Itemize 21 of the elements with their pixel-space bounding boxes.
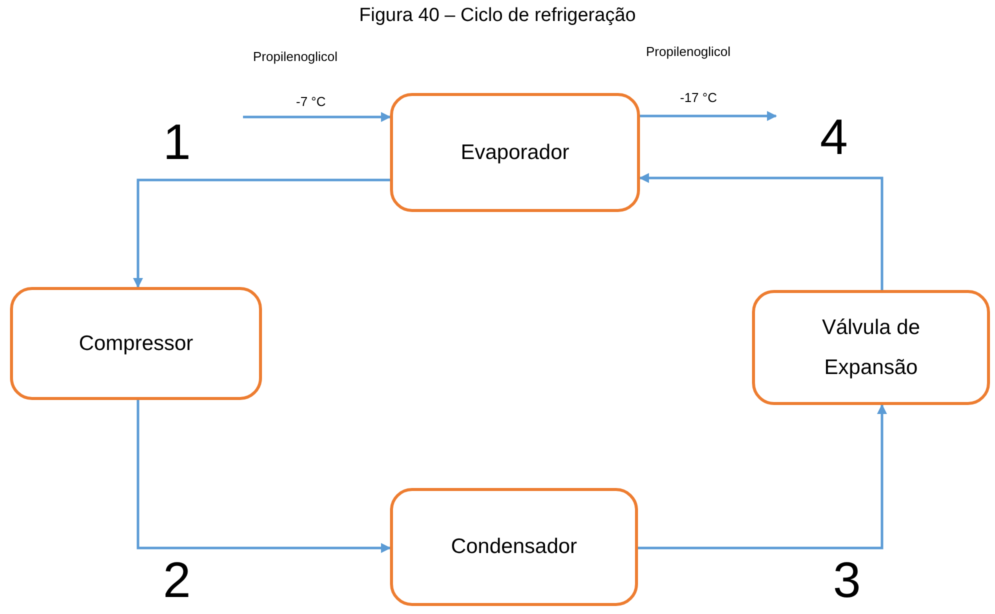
figure-title: Figura 40 – Ciclo de refrigeração bbox=[358, 4, 637, 28]
point-number: 1 bbox=[163, 114, 191, 170]
process-box bbox=[390, 488, 638, 606]
point-number: 2 bbox=[163, 552, 191, 608]
flow-arrow bbox=[136, 400, 391, 553]
box-label: Compressor bbox=[78, 330, 194, 356]
flow-arrow bbox=[133, 178, 390, 288]
fluid-label: Propilenoglicol bbox=[646, 44, 731, 60]
point-number: 3 bbox=[833, 552, 861, 608]
flow-arrow bbox=[639, 173, 884, 290]
box-label: Condensador bbox=[450, 534, 578, 560]
flow-arrow bbox=[243, 112, 391, 122]
flow-arrow bbox=[638, 404, 887, 550]
process-box bbox=[752, 290, 990, 405]
fluid-label: Propilenoglicol bbox=[253, 49, 338, 65]
process-box bbox=[10, 287, 262, 400]
box-label: Evaporador bbox=[460, 140, 570, 166]
point-number: 4 bbox=[820, 109, 848, 165]
flow-arrow bbox=[640, 111, 777, 121]
box-label: Válvula de Expansão bbox=[820, 314, 922, 380]
process-box bbox=[390, 93, 640, 212]
